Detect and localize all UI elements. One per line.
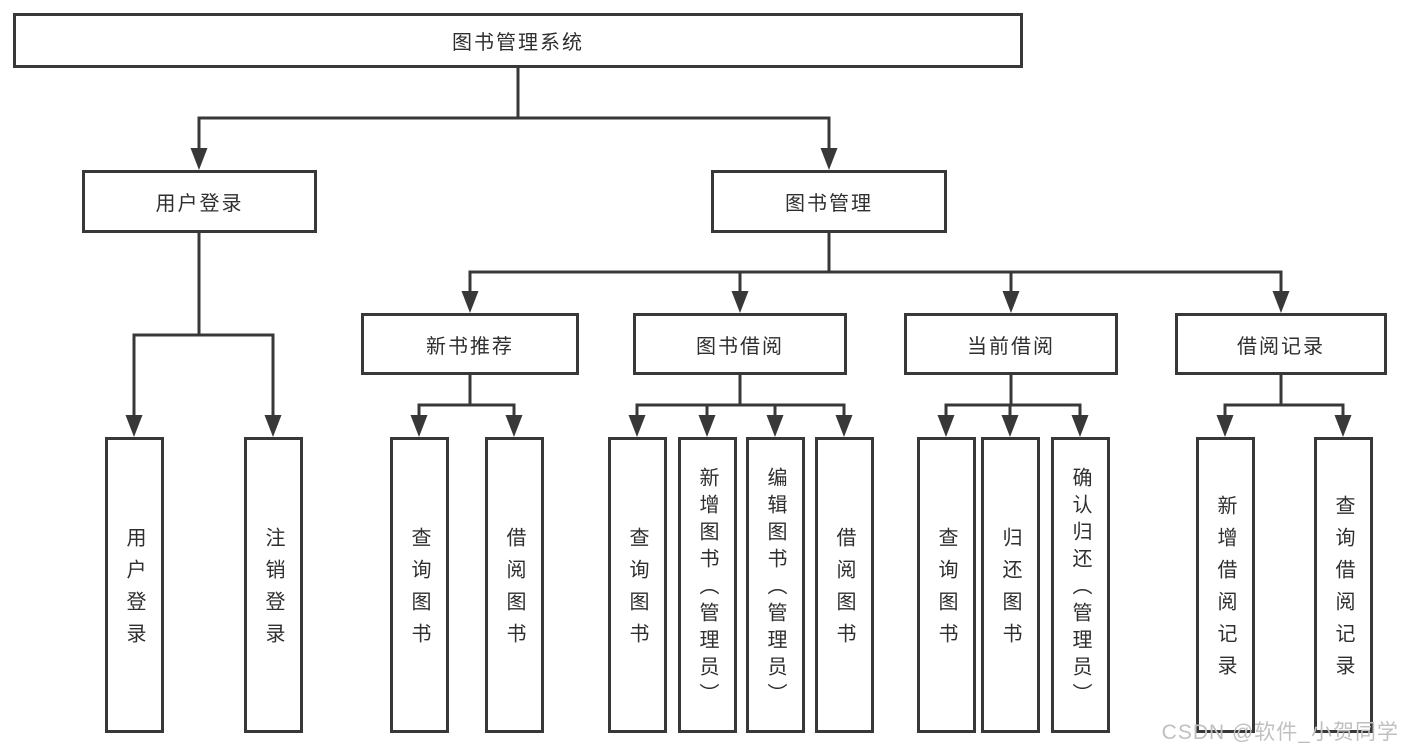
node-root: 图书管理系统 [13,13,1023,68]
node-leaf-borrow-book-label: 借阅图书 [833,527,855,655]
arrowhead-icon [1001,415,1019,437]
connector-book-mgmt-split [461,233,1290,313]
node-borrow-records-label: 借阅记录 [1237,335,1325,358]
node-borrow-records: 借阅记录 [1175,313,1387,375]
node-leaf-add-record: 新增借阅记录 [1196,437,1255,733]
node-leaf-user-login-label: 用户登录 [123,527,145,655]
node-leaf-confirm-return-admin: 确认归还（管理员） [1051,437,1110,733]
arrowhead-icon [820,148,838,170]
node-leaf-add-record-label: 新增借阅记录 [1214,495,1236,687]
node-new-books-label: 新书推荐 [426,335,514,358]
arrowhead-icon [698,415,716,437]
arrowhead-icon [125,415,143,437]
node-book-borrow: 图书借阅 [633,313,847,375]
arrowhead-icon [1071,415,1089,437]
connector-new-books-split [410,375,523,437]
arrowhead-icon [835,415,853,437]
arrowhead-icon [731,291,749,313]
node-leaf-query-record: 查询借阅记录 [1314,437,1373,733]
arrowhead-icon [1334,415,1352,437]
node-leaf-borrow-query: 查询图书 [608,437,667,733]
node-current-borrow-label: 当前借阅 [967,335,1055,358]
arrowhead-icon [1272,291,1290,313]
connector-root-split [190,68,838,170]
arrowhead-icon [1002,291,1020,313]
node-leaf-logout-label: 注销登录 [262,527,284,655]
csdn-watermark: CSDN @软件_小贺同学 [1161,721,1399,744]
node-leaf-user-login: 用户登录 [105,437,164,733]
node-leaf-logout: 注销登录 [244,437,303,733]
connector-book-borrow-split [628,375,853,437]
node-leaf-confirm-return-admin-label: 确认归还（管理员） [1069,467,1091,710]
node-leaf-newbooks-query: 查询图书 [390,437,449,733]
node-leaf-newbooks-borrow-label: 借阅图书 [503,527,525,655]
arrowhead-icon [1216,415,1234,437]
arrowhead-icon [190,148,208,170]
arrowhead-icon [264,415,282,437]
node-current-borrow: 当前借阅 [904,313,1118,375]
node-new-books: 新书推荐 [361,313,579,375]
connector-user-login-split [125,233,282,437]
node-book-mgmt: 图书管理 [711,170,947,233]
node-book-mgmt-label: 图书管理 [785,193,873,215]
node-leaf-borrow-query-label: 查询图书 [626,527,648,655]
arrowhead-icon [628,415,646,437]
arrowhead-icon [937,415,955,437]
arrowhead-icon [410,415,428,437]
node-leaf-current-query: 查询图书 [917,437,976,733]
node-leaf-newbooks-query-label: 查询图书 [408,527,430,655]
node-leaf-borrow-book: 借阅图书 [815,437,874,733]
arrowhead-icon [766,415,784,437]
node-leaf-edit-book-admin-label: 编辑图书（管理员） [764,467,786,710]
node-leaf-query-record-label: 查询借阅记录 [1332,495,1354,687]
node-leaf-current-query-label: 查询图书 [935,527,957,655]
node-leaf-return-book-label: 归还图书 [999,527,1021,655]
arrowhead-icon [461,291,479,313]
node-leaf-add-book-admin: 新增图书（管理员） [678,437,737,733]
node-leaf-edit-book-admin: 编辑图书（管理员） [746,437,805,733]
node-user-login-label: 用户登录 [155,193,244,215]
node-leaf-add-book-admin-label: 新增图书（管理员） [696,467,718,710]
node-leaf-return-book: 归还图书 [981,437,1040,733]
node-book-borrow-label: 图书借阅 [696,335,784,358]
arrowhead-icon [505,415,523,437]
connector-current-borrow-split [937,375,1089,437]
node-root-label: 图书管理系统 [452,32,584,54]
node-user-login: 用户登录 [82,170,317,233]
node-leaf-newbooks-borrow: 借阅图书 [485,437,544,733]
connector-borrow-records-split [1216,375,1352,437]
